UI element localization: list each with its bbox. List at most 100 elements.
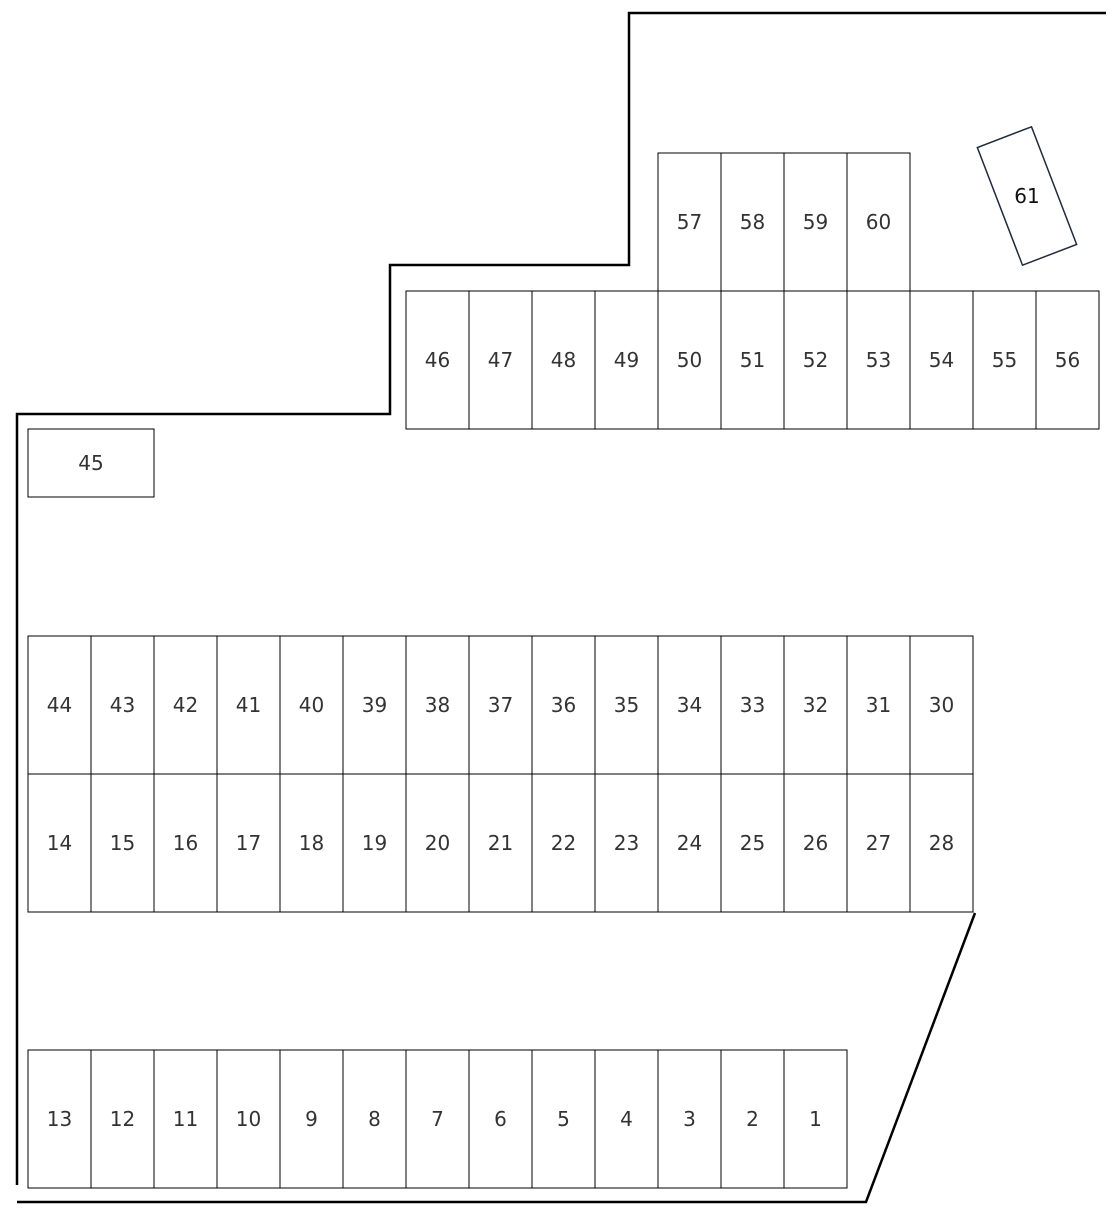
parking-stall[interactable]: 20 <box>405 773 470 913</box>
parking-stall[interactable]: 10 <box>216 1049 281 1189</box>
parking-stall[interactable]: 4 <box>594 1049 659 1189</box>
parking-stall[interactable]: 12 <box>90 1049 155 1189</box>
parking-stall[interactable]: 34 <box>657 635 722 775</box>
parking-stall[interactable]: 15 <box>90 773 155 913</box>
stall-outline <box>720 152 785 292</box>
stall-outline <box>342 773 407 913</box>
parking-stall[interactable]: 33 <box>720 635 785 775</box>
parking-stall[interactable]: 56 <box>1035 290 1100 430</box>
parking-stall[interactable]: 25 <box>720 773 785 913</box>
stall-label: 54 <box>929 348 954 372</box>
stall-label: 51 <box>740 348 765 372</box>
parking-stall[interactable]: 5 <box>531 1049 596 1189</box>
parking-stall[interactable]: 39 <box>342 635 407 775</box>
stall-label: 19 <box>362 831 387 855</box>
parking-stall[interactable]: 9 <box>279 1049 344 1189</box>
parking-stall[interactable]: 24 <box>657 773 722 913</box>
lot-boundary-bottom <box>17 912 977 1204</box>
parking-stall[interactable]: 57 <box>657 152 722 292</box>
parking-stall[interactable]: 40 <box>279 635 344 775</box>
parking-stall[interactable]: 51 <box>720 290 785 430</box>
stall-outline <box>405 635 470 775</box>
parking-stall[interactable]: 49 <box>594 290 659 430</box>
parking-stall[interactable]: 31 <box>846 635 911 775</box>
parking-stall[interactable]: 16 <box>153 773 218 913</box>
parking-stall[interactable]: 6 <box>468 1049 533 1189</box>
parking-stall[interactable]: 53 <box>846 290 911 430</box>
stall-label: 22 <box>551 831 576 855</box>
parking-stall[interactable]: 45 <box>27 428 155 498</box>
lot-boundary-top <box>15 11 1106 1185</box>
parking-stall[interactable]: 60 <box>846 152 911 292</box>
parking-stall[interactable]: 11 <box>153 1049 218 1189</box>
parking-stall[interactable]: 50 <box>657 290 722 430</box>
stall-outline <box>720 1049 785 1189</box>
stall-label: 15 <box>110 831 135 855</box>
stall-label: 30 <box>929 693 954 717</box>
stall-outline <box>531 635 596 775</box>
parking-stall[interactable]: 55 <box>972 290 1037 430</box>
parking-stall[interactable]: 28 <box>909 773 974 913</box>
stall-label: 40 <box>299 693 324 717</box>
parking-stall[interactable]: 3 <box>657 1049 722 1189</box>
parking-stall[interactable]: 52 <box>783 290 848 430</box>
stall-outline <box>153 773 218 913</box>
stall-outline <box>594 635 659 775</box>
stall-outline <box>846 152 911 292</box>
parking-stall[interactable]: 48 <box>531 290 596 430</box>
parking-stall[interactable]: 32 <box>783 635 848 775</box>
parking-stall[interactable]: 58 <box>720 152 785 292</box>
parking-stall[interactable]: 17 <box>216 773 281 913</box>
parking-stall[interactable]: 38 <box>405 635 470 775</box>
stall-label: 47 <box>488 348 513 372</box>
parking-stall-rotated[interactable]: 61 <box>976 125 1078 267</box>
parking-stall[interactable]: 43 <box>90 635 155 775</box>
parking-stall[interactable]: 42 <box>153 635 218 775</box>
parking-stall[interactable]: 44 <box>27 635 92 775</box>
stall-single-left: 45 <box>27 428 155 498</box>
stall-outline <box>279 773 344 913</box>
parking-stall[interactable]: 22 <box>531 773 596 913</box>
stall-outline <box>342 1049 407 1189</box>
parking-stall[interactable]: 2 <box>720 1049 785 1189</box>
stall-outline <box>657 635 722 775</box>
stall-outline <box>153 1049 218 1189</box>
parking-stall[interactable]: 35 <box>594 635 659 775</box>
parking-stall[interactable]: 37 <box>468 635 533 775</box>
stall-outline <box>720 290 785 430</box>
stall-label: 57 <box>677 210 702 234</box>
parking-stall[interactable]: 26 <box>783 773 848 913</box>
parking-stall[interactable]: 23 <box>594 773 659 913</box>
parking-stall[interactable]: 59 <box>783 152 848 292</box>
stall-outline <box>153 635 218 775</box>
stall-outline <box>405 773 470 913</box>
parking-stall[interactable]: 54 <box>909 290 974 430</box>
stall-outline <box>909 773 974 913</box>
parking-stall[interactable]: 47 <box>468 290 533 430</box>
stall-label: 49 <box>614 348 639 372</box>
parking-stall[interactable]: 14 <box>27 773 92 913</box>
parking-stall[interactable]: 1 <box>783 1049 848 1189</box>
stall-label: 48 <box>551 348 576 372</box>
parking-stall[interactable]: 7 <box>405 1049 470 1189</box>
parking-stall[interactable]: 41 <box>216 635 281 775</box>
parking-stall[interactable]: 30 <box>909 635 974 775</box>
stall-outline <box>342 635 407 775</box>
stall-label: 38 <box>425 693 450 717</box>
stall-label: 5 <box>557 1107 570 1131</box>
stall-label: 61 <box>1014 184 1039 208</box>
parking-stall[interactable]: 13 <box>27 1049 92 1189</box>
stall-label: 37 <box>488 693 513 717</box>
parking-stall[interactable]: 18 <box>279 773 344 913</box>
stall-outline <box>27 773 92 913</box>
parking-stall[interactable]: 46 <box>405 290 470 430</box>
parking-stall[interactable]: 19 <box>342 773 407 913</box>
parking-stall[interactable]: 36 <box>531 635 596 775</box>
parking-stall[interactable]: 8 <box>342 1049 407 1189</box>
parking-stall[interactable]: 27 <box>846 773 911 913</box>
stall-outline <box>216 773 281 913</box>
parking-stall[interactable]: 21 <box>468 773 533 913</box>
stall-label: 20 <box>425 831 450 855</box>
